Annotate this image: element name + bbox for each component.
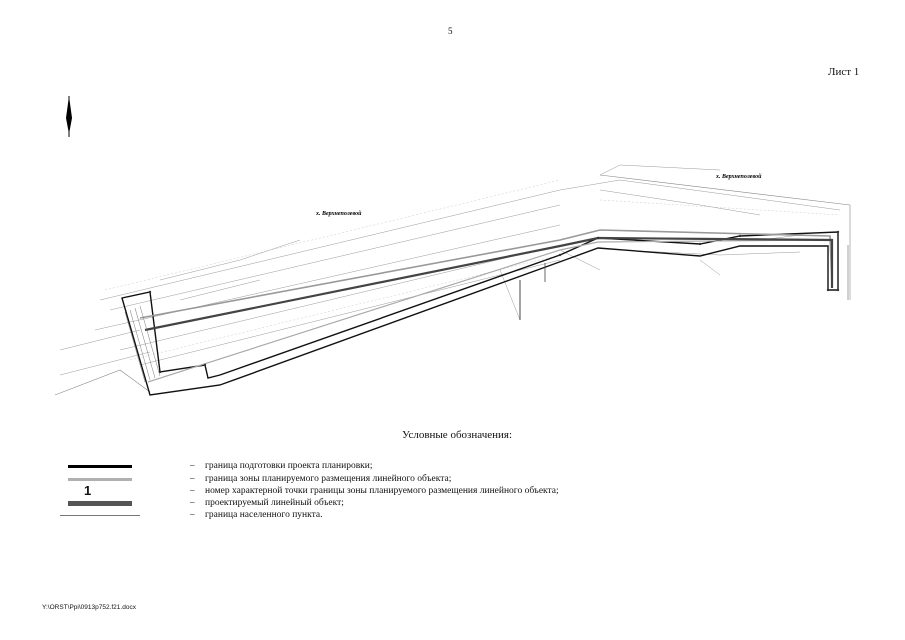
legend-text: граница населенного пункта. (205, 510, 323, 520)
legend-item-point-number: 1 – номер характерной точки границы зоны… (84, 483, 559, 498)
legend-text: номер характерной точки границы зоны пла… (205, 486, 559, 496)
legend-title: Условные обозначения: (402, 429, 513, 441)
gray-line-icon (68, 478, 132, 481)
legend-text: проектируемый линейный объект; (205, 498, 344, 508)
settlement-label-left: х. Верхнеполевой (315, 210, 362, 217)
terrain-lines (59, 164, 841, 376)
legend-item-zone-boundary: – граница зоны планируемого размещения л… (60, 473, 660, 486)
thin-line-icon (60, 515, 140, 516)
legend-item-planning-boundary: – граница подготовки проекта планировки; (60, 460, 660, 473)
legend-text: граница зоны планируемого размещения лин… (205, 474, 452, 484)
legend-item-settlement-boundary: – граница населенного пункта. (60, 509, 660, 522)
settlement-label-right: х. Верхнеполевой (715, 173, 762, 180)
legend-text: граница подготовки проекта планировки; (205, 461, 373, 471)
boundary-points (148, 230, 840, 374)
dark-line-icon (68, 501, 132, 506)
north-arrow-icon (66, 96, 72, 137)
footer-file-path: Y:\ORST\Ppi\0913p752.f21.docx (42, 604, 136, 611)
page-number: 5 (448, 26, 453, 36)
sheet-label: Лист 1 (828, 66, 860, 78)
point-number-symbol: 1 (84, 483, 92, 498)
thick-black-line-icon (68, 465, 132, 468)
legend-item-linear-object: – проектируемый линейный объект; (60, 497, 660, 510)
